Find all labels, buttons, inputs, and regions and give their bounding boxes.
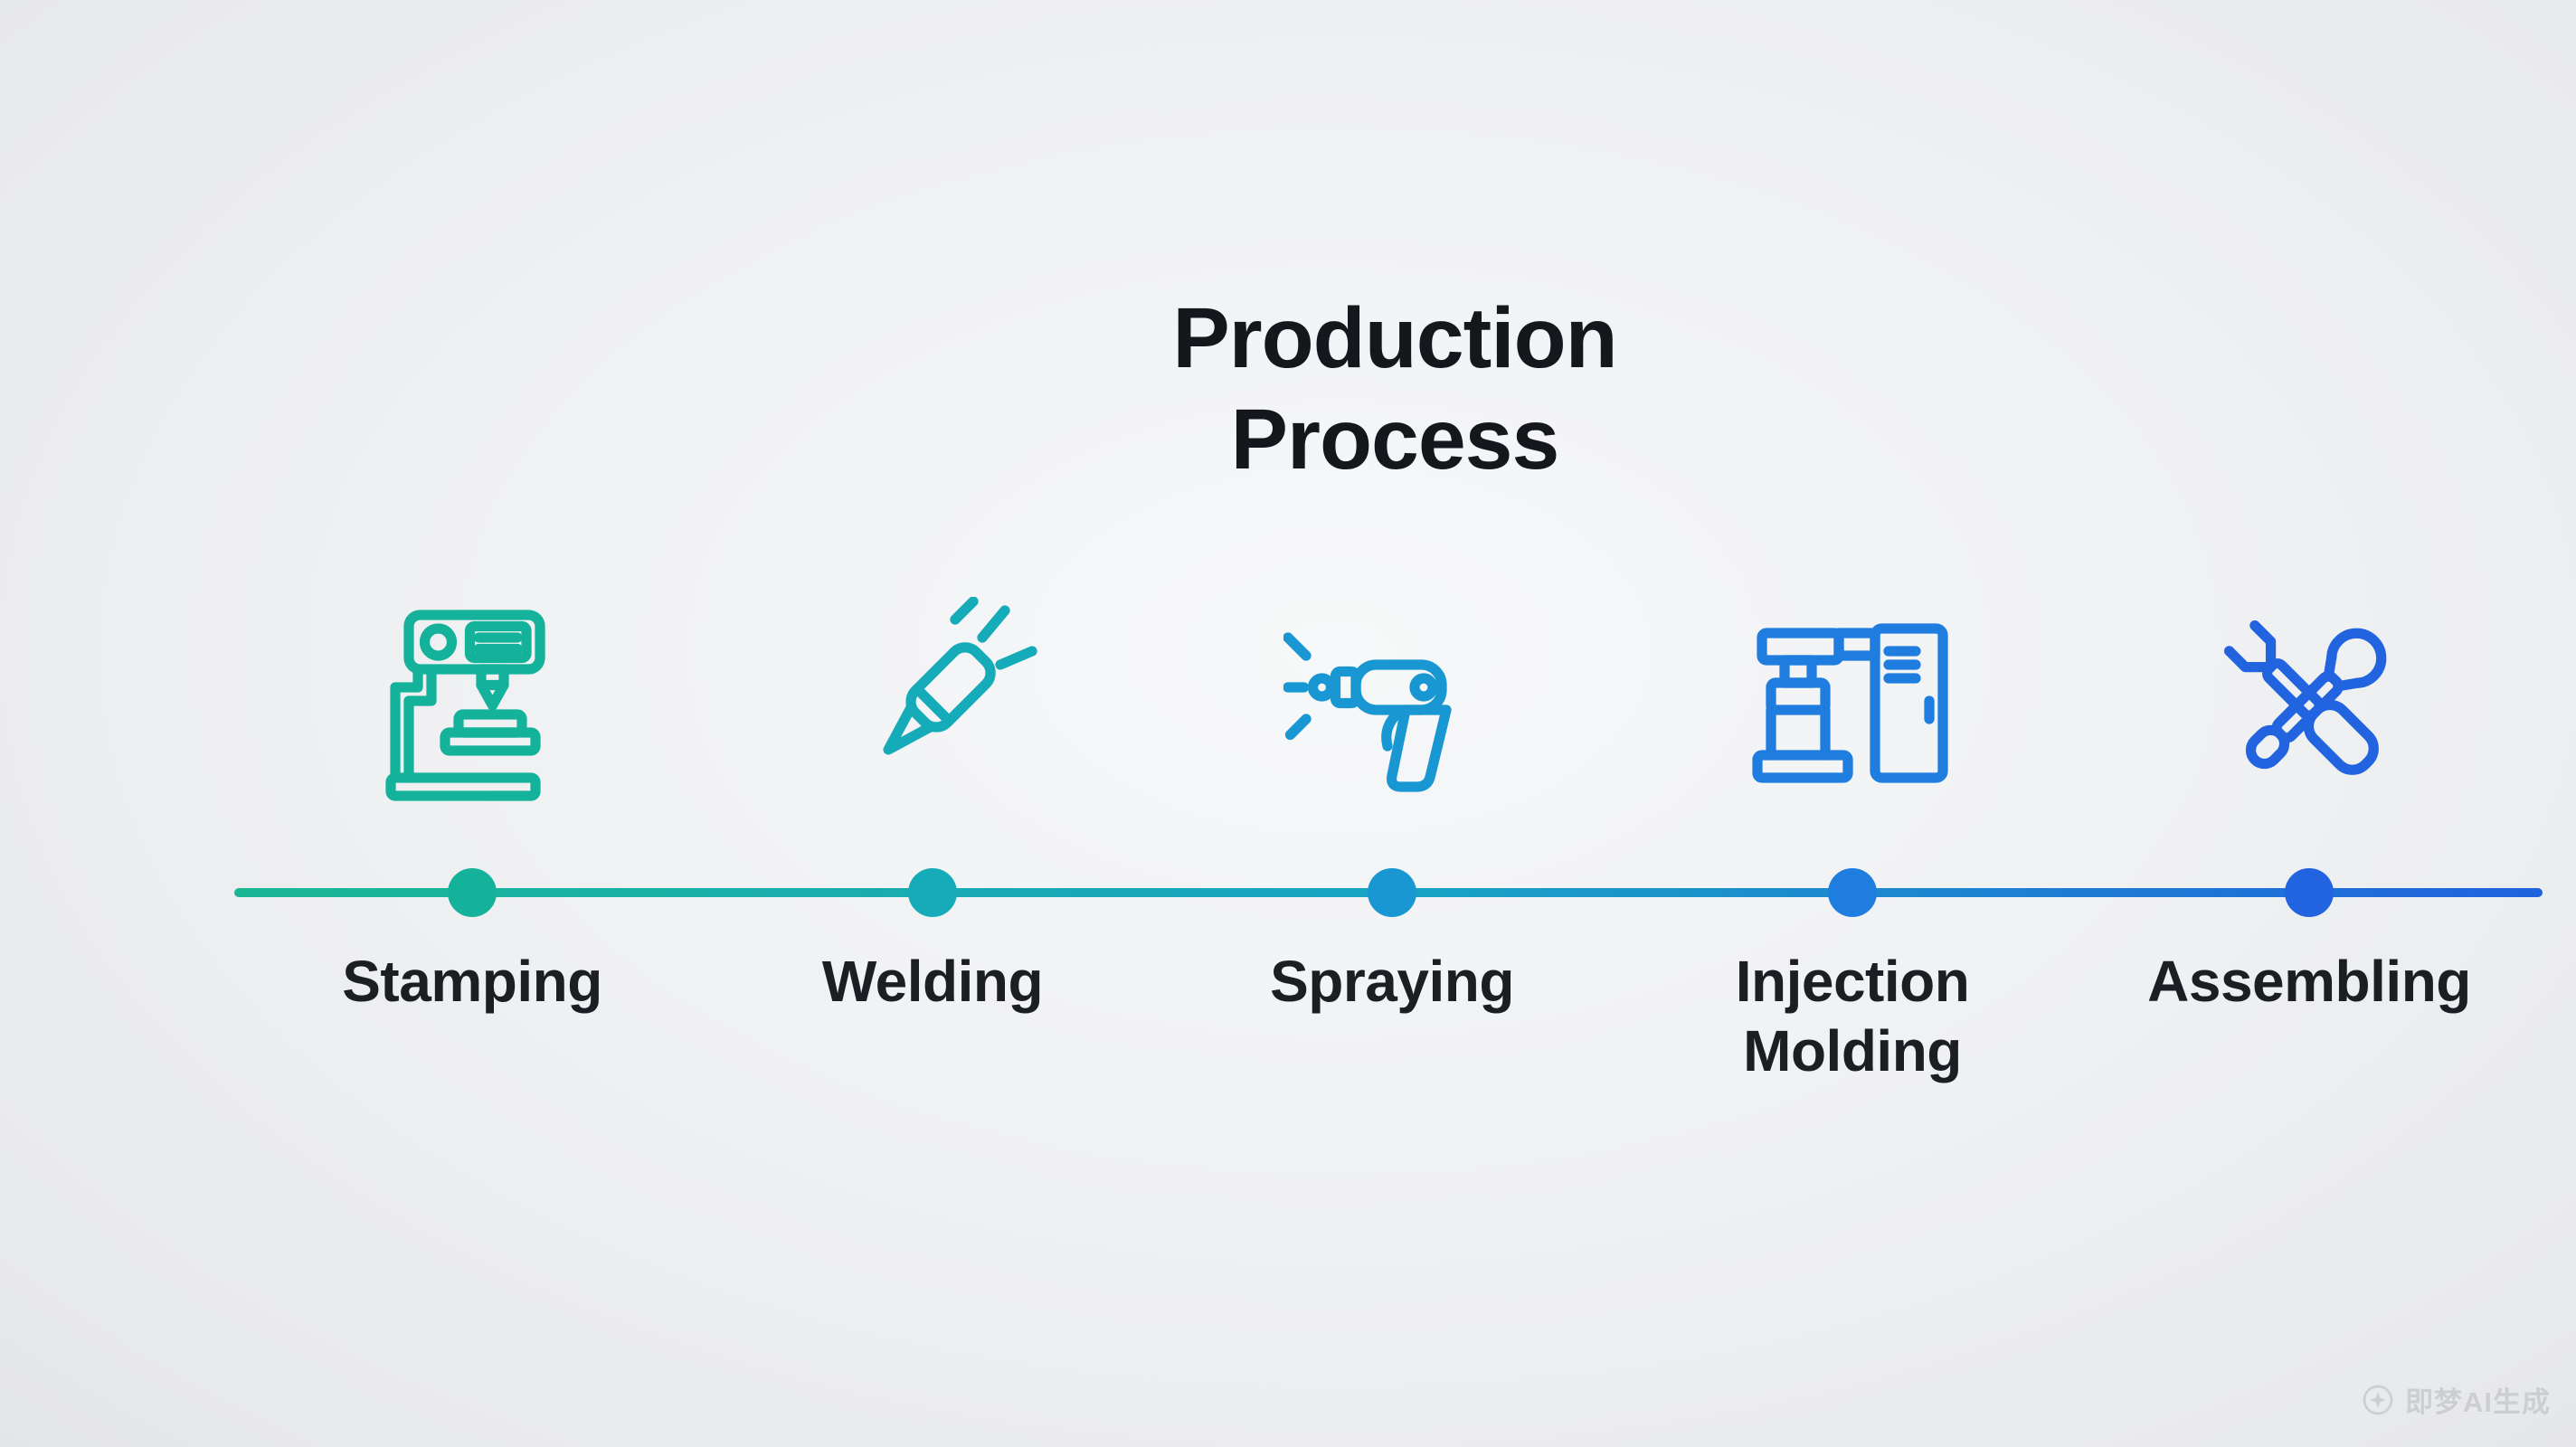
injection-molding-machine-icon — [1739, 592, 1965, 818]
timeline-stage-welding: Welding — [715, 592, 1150, 1017]
stage-label: Injection Molding — [1735, 949, 1970, 1083]
timeline-stage-injection-molding: Injection Molding — [1635, 592, 2069, 1086]
watermark: 即梦AI生成 — [2362, 1379, 2551, 1420]
timeline-dot — [448, 868, 497, 917]
timeline-dot — [1368, 868, 1416, 917]
watermark-text: 即梦AI生成 — [2405, 1386, 2551, 1418]
welding-torch-icon — [819, 592, 1046, 818]
timeline-dot — [908, 868, 957, 917]
timeline-dot — [2285, 868, 2334, 917]
page-title-line2: Process — [1230, 392, 1560, 488]
timeline-dot — [1828, 868, 1877, 917]
timeline-stage-assembling: Assembling — [2092, 592, 2526, 1017]
page-title: Production Process — [1172, 288, 1617, 490]
timeline-stage-stamping: Stamping — [255, 592, 689, 1017]
crossed-wrench-screwdriver-icon — [2196, 592, 2422, 818]
stage-label: Assembling — [2147, 949, 2471, 1014]
stage-label: Stamping — [342, 949, 602, 1014]
stage-label: Spraying — [1270, 949, 1514, 1014]
stamping-press-icon — [359, 592, 585, 818]
timeline-stage-spraying: Spraying — [1175, 592, 1609, 1017]
stage-label: Welding — [821, 949, 1044, 1014]
ai-logo-icon — [2363, 1385, 2393, 1414]
spray-gun-icon — [1279, 592, 1505, 818]
page-title-line1: Production — [1172, 290, 1617, 386]
